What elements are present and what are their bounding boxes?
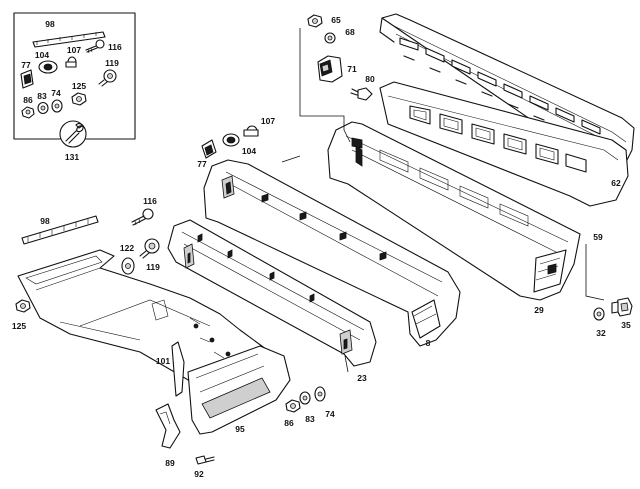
callout-116-left: 116 <box>143 196 157 206</box>
part-35-plug <box>611 297 633 317</box>
part-8-bumper-shell <box>203 159 461 347</box>
part-95-corner-cover <box>187 345 291 435</box>
part-68-washer <box>324 32 336 44</box>
part-125-nut-left <box>15 299 31 313</box>
callout-86-inset: 86 <box>23 95 33 105</box>
callout-65: 65 <box>331 15 341 25</box>
callout-68: 68 <box>345 27 355 37</box>
callout-32: 32 <box>596 328 606 338</box>
part-29-bumper-end <box>327 121 581 301</box>
part-92-screw <box>195 455 215 465</box>
part-104-clip-center <box>222 133 240 147</box>
part-119-bolt <box>98 69 117 87</box>
callout-23: 23 <box>357 373 367 383</box>
callout-122: 122 <box>120 243 134 253</box>
callout-62: 62 <box>611 178 621 188</box>
part-119-bolt-left <box>139 238 160 259</box>
part-98-strip <box>32 31 106 48</box>
part-86-nut-bottom <box>285 399 301 413</box>
part-74-washer-bottom <box>314 386 326 402</box>
callout-74-bottom: 74 <box>325 409 335 419</box>
part-83-washer-bottom <box>299 391 311 405</box>
callout-59: 59 <box>593 232 603 242</box>
callout-77-center: 77 <box>197 159 207 169</box>
wrench-icon <box>59 120 87 148</box>
callout-92: 92 <box>194 469 204 479</box>
part-98-strip-left <box>21 215 99 245</box>
callout-29: 29 <box>534 305 544 315</box>
callout-125-left: 125 <box>12 321 26 331</box>
leader-32-35 <box>585 244 605 301</box>
callout-116-inset: 116 <box>108 42 122 52</box>
part-122-washer <box>121 257 135 275</box>
callout-labels: 98 116 104 107 119 77 125 86 83 74 131 6… <box>12 15 631 479</box>
part-104-clip <box>38 60 58 74</box>
part-86-nut <box>21 106 35 119</box>
part-77-bracket-center <box>201 139 217 159</box>
callout-35: 35 <box>621 320 631 330</box>
part-83-washer <box>37 101 49 115</box>
callout-89: 89 <box>165 458 175 468</box>
part-101-strip <box>171 341 185 397</box>
callout-125-inset: 125 <box>72 81 86 91</box>
part-77-bracket <box>20 69 34 89</box>
callout-83-bottom: 83 <box>305 414 315 424</box>
callout-119-left: 119 <box>146 262 160 272</box>
leader-65 <box>299 28 345 130</box>
callout-101: 101 <box>156 356 170 366</box>
leader-65b <box>343 129 351 143</box>
part-74-washer <box>51 99 63 113</box>
callout-95: 95 <box>235 424 245 434</box>
callout-98-left: 98 <box>40 216 50 226</box>
leader-23 <box>344 355 349 373</box>
callout-74-inset: 74 <box>51 88 61 98</box>
callout-98-inset: 98 <box>45 19 55 29</box>
part-116-screw <box>85 39 105 54</box>
part-107-pin-center <box>243 125 259 137</box>
callout-8: 8 <box>426 338 431 348</box>
callout-86-bottom: 86 <box>284 418 294 428</box>
callout-104-inset: 104 <box>35 50 49 60</box>
callout-119-inset: 119 <box>105 58 119 68</box>
part-23-bumper-carrier <box>167 219 377 367</box>
small-parts-inset <box>13 12 136 148</box>
part-125-nut <box>71 92 87 106</box>
callout-107-inset: 107 <box>67 45 81 55</box>
part-89-clip <box>155 403 181 449</box>
part-65-nut <box>307 14 323 28</box>
leader-107-group <box>281 155 301 163</box>
callout-83-inset: 83 <box>37 91 47 101</box>
part-59-rear-bumper-carrier <box>379 81 629 207</box>
part-32-washer <box>593 307 605 321</box>
part-71-clip <box>317 55 343 83</box>
callout-80: 80 <box>365 74 375 84</box>
callout-131: 131 <box>65 152 79 162</box>
part-116-screw-left <box>131 208 154 226</box>
part-80-bolt <box>350 87 373 101</box>
part-107-pin <box>65 56 77 68</box>
callout-77-inset: 77 <box>21 60 31 70</box>
callout-107-center: 107 <box>261 116 275 126</box>
callout-104-center: 104 <box>242 146 256 156</box>
callout-71: 71 <box>347 64 357 74</box>
